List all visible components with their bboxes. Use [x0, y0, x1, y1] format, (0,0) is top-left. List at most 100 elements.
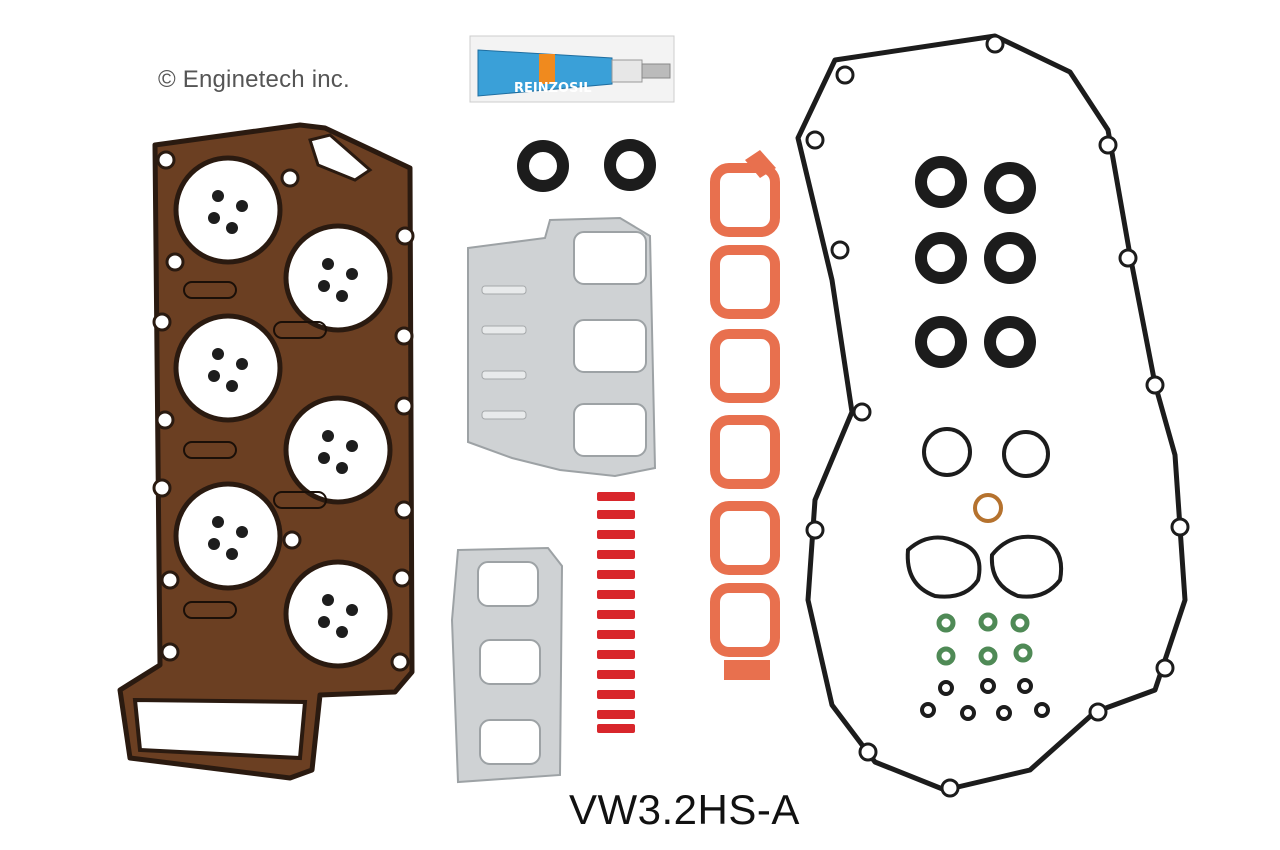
bolt-hole — [152, 312, 172, 332]
guide-pin — [597, 530, 635, 539]
exhaust-port — [573, 231, 647, 285]
bolt-hole — [390, 652, 410, 672]
valve-stem-seal-black — [1034, 702, 1050, 718]
valve-mark — [212, 348, 224, 360]
coolant-passage — [273, 491, 327, 509]
valve-mark — [322, 594, 334, 606]
heat-shield-rib — [481, 410, 527, 420]
bolt-hole — [392, 568, 412, 588]
intake-manifold-gasket — [710, 150, 780, 680]
shaped-seal — [905, 535, 982, 599]
valve-stem-seals — [920, 612, 1050, 721]
bolt-hole — [394, 326, 414, 346]
guide-pin — [597, 710, 635, 719]
guide-pin — [597, 510, 635, 519]
intake-tab — [745, 150, 776, 178]
valve-mark — [336, 290, 348, 302]
valve-mark — [236, 526, 248, 538]
guide-pin — [597, 570, 635, 579]
valve-stem-seal-black — [996, 705, 1012, 721]
cylinder-bore — [283, 559, 393, 669]
valve-mark — [336, 626, 348, 638]
bolt-hole — [165, 252, 185, 272]
valve-cover-bolt-hole — [1088, 702, 1108, 722]
valve-cover-bolt-hole — [805, 520, 825, 540]
guide-pin — [597, 630, 635, 639]
heat-shield-rib — [481, 325, 527, 335]
o-ring-large — [1002, 430, 1050, 478]
head-gasket — [117, 122, 415, 781]
exhaust-small-port — [477, 561, 539, 607]
valve-mark — [208, 538, 220, 550]
cylinder-bore — [283, 395, 393, 505]
valve-mark — [212, 190, 224, 202]
coolant-passage — [183, 441, 237, 459]
valve-stem-seal-green — [936, 646, 956, 666]
guide-pin — [597, 550, 635, 559]
exhaust-port — [573, 403, 647, 457]
valve-stem-seal-green — [978, 612, 998, 632]
sealant-tube: REINZOSIL — [469, 35, 675, 103]
valve-mark — [236, 200, 248, 212]
valve-stem-seal-green — [936, 613, 956, 633]
tube-seal — [604, 139, 656, 191]
valve-mark — [236, 358, 248, 370]
valve-cover-bolt-hole — [1145, 375, 1165, 395]
valve-stem-seal-black — [1017, 678, 1033, 694]
valve-stem-seal-green — [1013, 643, 1033, 663]
exhaust-port — [573, 319, 647, 373]
valve-cover-bolt-hole — [805, 130, 825, 150]
valve-mark — [226, 222, 238, 234]
valve-mark — [212, 516, 224, 528]
valve-mark — [336, 462, 348, 474]
tube-seal — [915, 156, 967, 208]
valve-cover-bolt-hole — [1170, 517, 1190, 537]
valve-cover-bolt-hole — [985, 34, 1005, 54]
spark-plug-tube-seals — [517, 139, 1036, 368]
intake-port-ring — [710, 163, 780, 237]
heat-shield-rib — [481, 370, 527, 380]
valve-cover-bolt-hole — [858, 742, 878, 762]
valve-stem-seal-green — [1010, 613, 1030, 633]
valve-mark — [346, 604, 358, 616]
tube-seal — [984, 232, 1036, 284]
cylinder-bore — [283, 223, 393, 333]
valve-mark — [318, 280, 330, 292]
coolant-passage — [183, 281, 237, 299]
tube-seal — [984, 162, 1036, 214]
valve-cover-bolt-hole — [835, 65, 855, 85]
cylinder-bore — [173, 155, 283, 265]
bolt-hole — [152, 478, 172, 498]
valve-cover-bolt-hole — [940, 778, 960, 798]
guide-pin — [597, 610, 635, 619]
bolt-hole — [160, 570, 180, 590]
bolt-hole — [280, 168, 300, 188]
guide-pin — [597, 492, 635, 501]
head-gasket-corner-cutout — [308, 133, 373, 182]
valve-stem-seal-black — [960, 705, 976, 721]
exhaust-manifold-gasket-large — [467, 216, 657, 478]
intake-port-ring — [710, 245, 780, 319]
valve-cover-bolt-hole — [852, 402, 872, 422]
valve-cover-bolt-hole — [1155, 658, 1175, 678]
valve-stem-seal-green — [978, 646, 998, 666]
valve-mark — [318, 452, 330, 464]
intake-port-ring — [710, 329, 780, 403]
valve-cover-gasket — [795, 33, 1190, 798]
guide-pin — [597, 670, 635, 679]
bolt-hole — [395, 226, 415, 246]
valve-stem-seal-black — [980, 678, 996, 694]
valve-mark — [346, 440, 358, 452]
valve-mark — [226, 548, 238, 560]
valve-mark — [322, 430, 334, 442]
shaped-seal — [989, 534, 1063, 599]
valve-mark — [208, 212, 220, 224]
exhaust-small-port — [479, 639, 541, 685]
tube-seal — [915, 232, 967, 284]
valve-mark — [322, 258, 334, 270]
coolant-passage — [273, 321, 327, 339]
cylinder-bore — [173, 481, 283, 591]
bolt-hole — [160, 642, 180, 662]
bolt-hole — [156, 150, 176, 170]
